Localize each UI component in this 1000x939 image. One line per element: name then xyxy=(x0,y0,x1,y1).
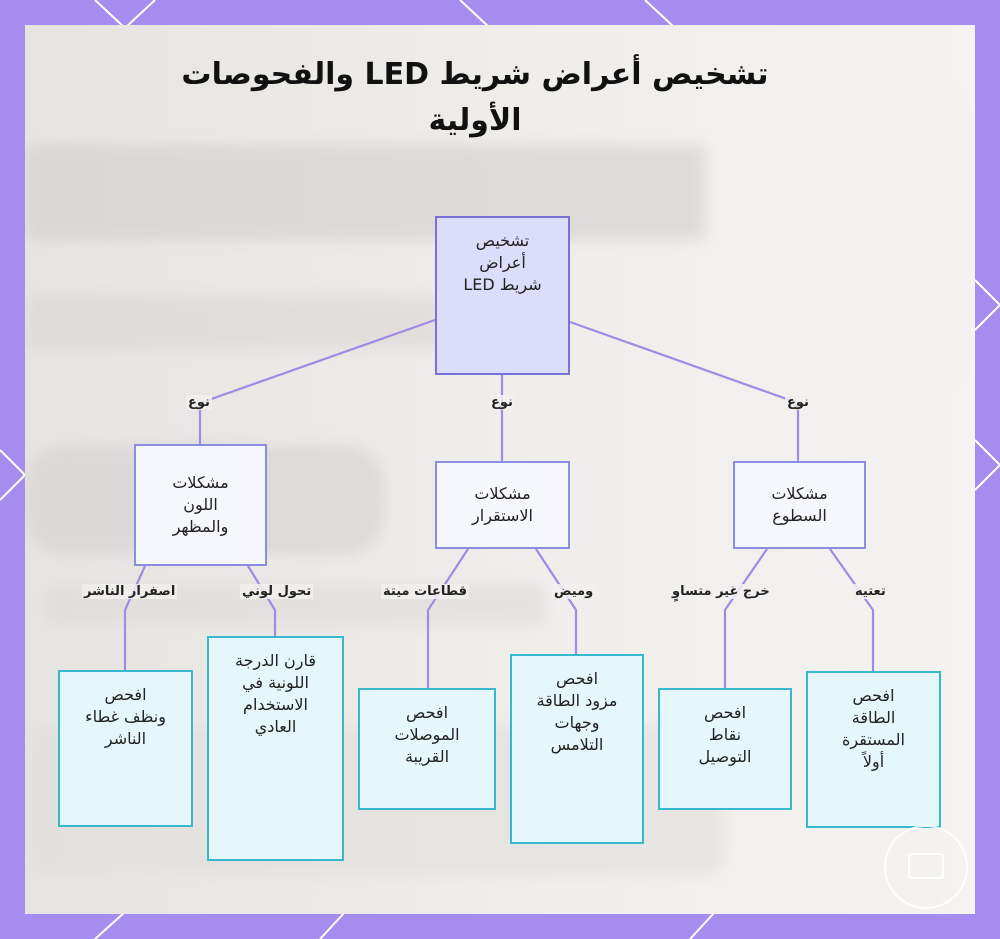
node-leaf-diffuser-label: افحص ونظف غطاء الناشر xyxy=(85,684,166,750)
edge-label-color-shift: تحول لوني xyxy=(240,584,313,599)
node-leaf-color-compare-label: قارن الدرجة اللونية في الاستخدام العادي xyxy=(235,650,316,738)
edge-color-to-diffuser xyxy=(125,566,145,670)
node-leaf-stable-power-label: افحص الطاقة المستقرة أولاً xyxy=(842,685,905,773)
edge-stability-to-power xyxy=(536,549,576,654)
edge-stability-to-connections xyxy=(428,549,468,688)
node-leaf-connection-points: افحص نقاط التوصيل xyxy=(658,688,792,810)
node-color-appearance-label: مشكلات اللون والمظهر xyxy=(172,472,228,538)
edge-label-dimming: تعتيه xyxy=(853,584,888,599)
node-leaf-power-contacts: افحص مزود الطاقة وجهات التلامس xyxy=(510,654,644,844)
node-root-led-diagnosis: تشخيص أعراض شريط LED xyxy=(435,216,570,375)
node-leaf-power-contacts-label: افحص مزود الطاقة وجهات التلامس xyxy=(537,668,618,756)
edge-brightness-to-stablepower xyxy=(830,549,873,671)
edge-label-type-stability: نوع xyxy=(489,395,515,410)
node-leaf-connection-points-label: افحص نقاط التوصيل xyxy=(699,702,752,768)
edge-color-to-colorshift xyxy=(248,566,275,636)
node-root-label: تشخيص أعراض شريط LED xyxy=(463,230,541,296)
edge-label-uneven-output: خرج غير متساوٍ xyxy=(670,584,772,599)
node-stability-label: مشكلات الاستقرار xyxy=(472,483,533,527)
watermark-logo-icon xyxy=(884,825,968,909)
edge-root-to-brightness xyxy=(570,322,798,461)
edge-label-dead-sections: قطاعات ميتة xyxy=(381,584,469,599)
edge-label-diffuser-yellowing: اصفرار الناشر xyxy=(82,584,177,599)
node-leaf-color-compare: قارن الدرجة اللونية في الاستخدام العادي xyxy=(207,636,344,861)
edge-root-to-color xyxy=(200,320,435,444)
node-brightness: مشكلات السطوع xyxy=(733,461,866,549)
edge-brightness-to-points xyxy=(725,549,767,688)
edge-label-type-color: نوع xyxy=(186,395,212,410)
node-stability: مشكلات الاستقرار xyxy=(435,461,570,549)
edge-label-flicker: وميض xyxy=(552,584,595,599)
node-color-appearance: مشكلات اللون والمظهر xyxy=(134,444,267,566)
edge-label-type-brightness: نوع xyxy=(785,395,811,410)
node-leaf-diffuser: افحص ونظف غطاء الناشر xyxy=(58,670,193,827)
node-leaf-connections: افحص الموصلات القريبة xyxy=(358,688,496,810)
node-leaf-stable-power: افحص الطاقة المستقرة أولاً xyxy=(806,671,941,828)
node-leaf-connections-label: افحص الموصلات القريبة xyxy=(394,702,459,768)
node-brightness-label: مشكلات السطوع xyxy=(771,483,827,527)
